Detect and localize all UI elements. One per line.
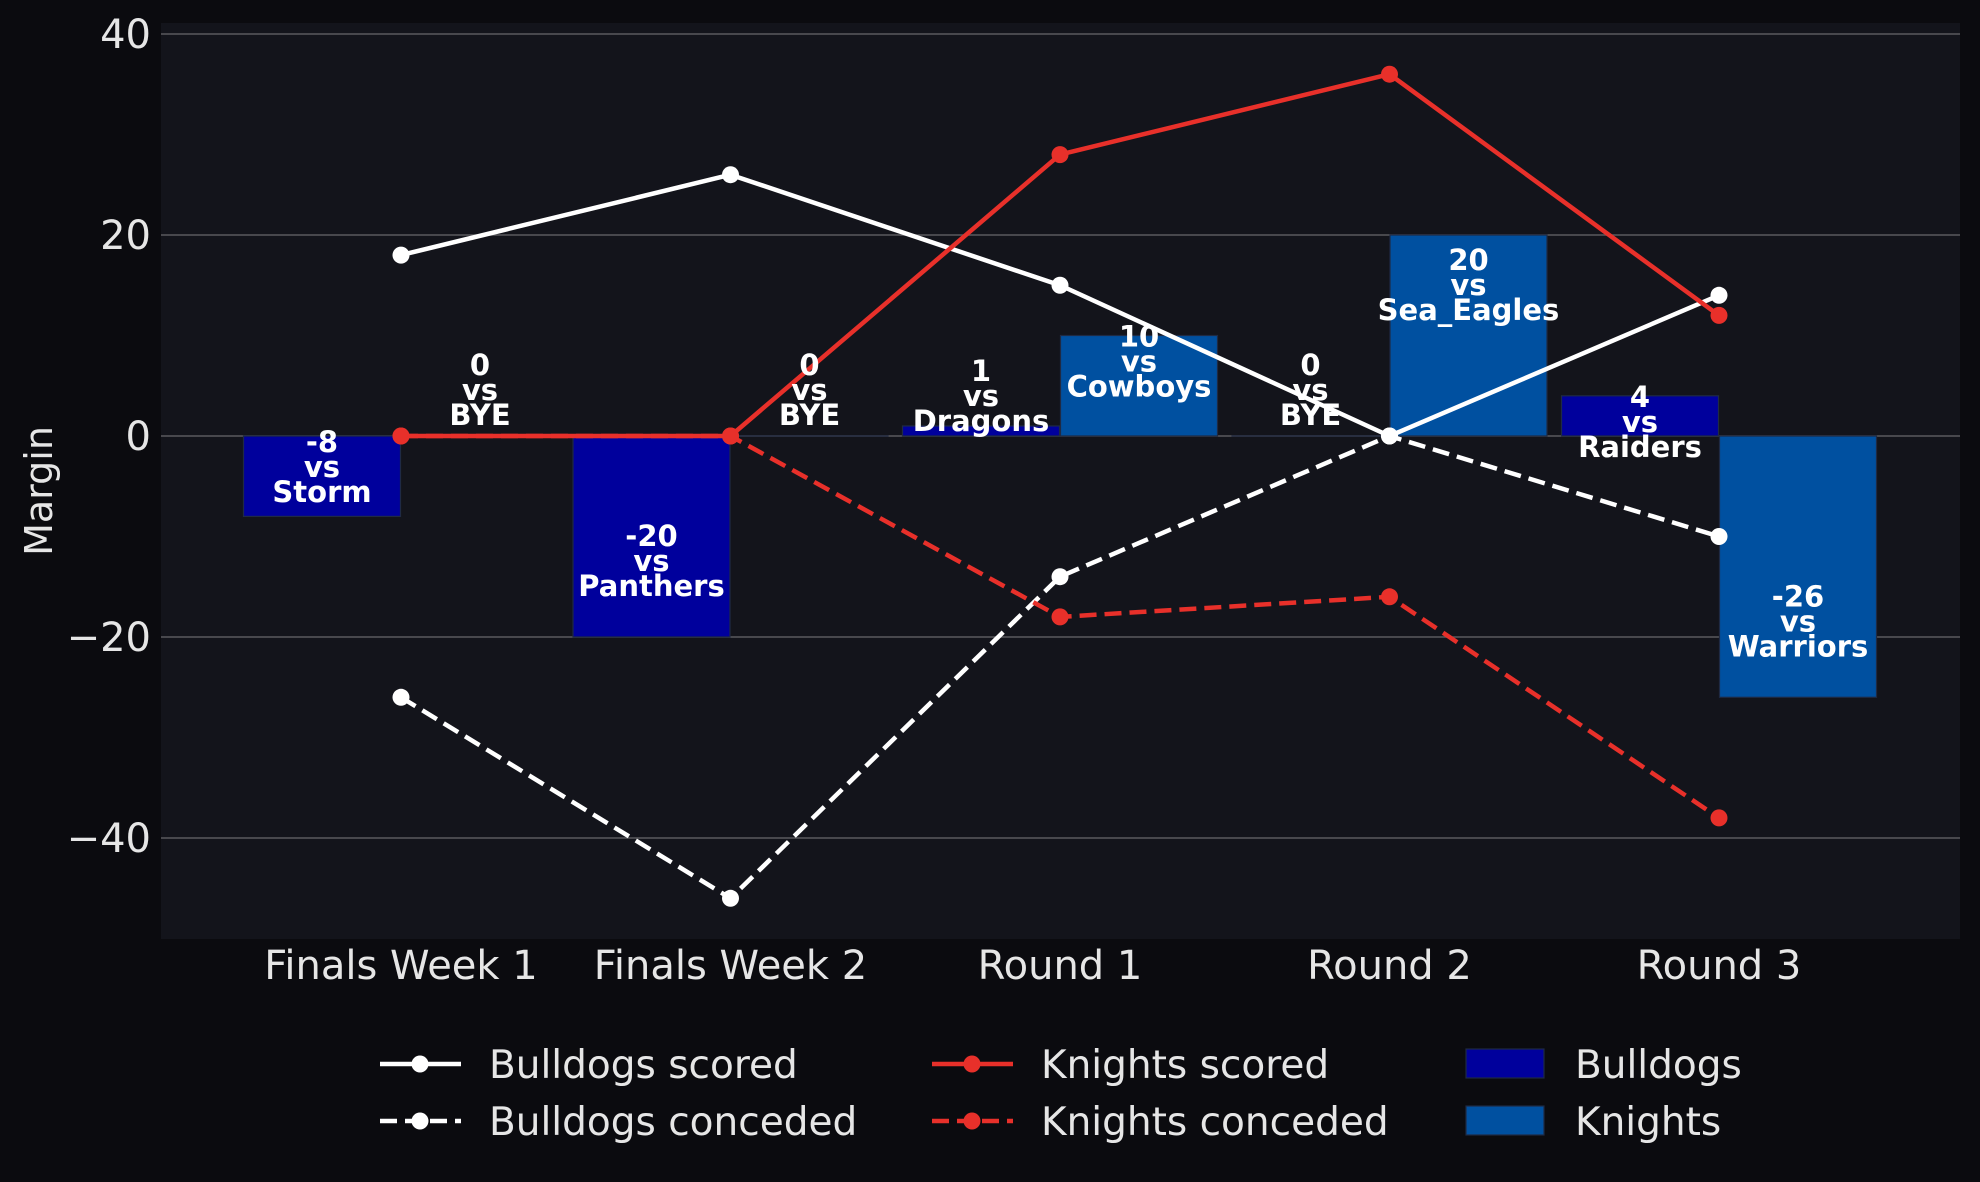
- series-point: [393, 428, 410, 445]
- y-tick-label: 0: [126, 414, 151, 460]
- series-point: [1711, 307, 1728, 324]
- bar-label-line: Dragons: [913, 404, 1050, 438]
- bar-label-line: Cowboys: [1067, 370, 1212, 404]
- series-point: [1711, 528, 1728, 545]
- bar-label-line: Panthers: [578, 569, 724, 603]
- legend-swatch-marker: [412, 1056, 429, 1073]
- series-point: [393, 689, 410, 706]
- legend-label: Bulldogs: [1575, 1043, 1742, 1088]
- series-point: [1711, 809, 1728, 826]
- y-axis-title: Margin: [17, 426, 61, 556]
- series-point: [722, 890, 739, 907]
- legend-label: Knights: [1575, 1100, 1721, 1145]
- bar-label-line: Storm: [272, 475, 371, 509]
- series-point: [1381, 66, 1398, 83]
- series-point: [722, 166, 739, 183]
- series-point: [1381, 428, 1398, 445]
- legend-label: Knights conceded: [1041, 1100, 1389, 1145]
- x-tick-label: Finals Week 2: [594, 943, 868, 989]
- legend-swatch-bar: [1466, 1106, 1544, 1135]
- legend-swatch-marker: [964, 1113, 981, 1130]
- y-tick-label: −40: [67, 816, 151, 862]
- x-tick-label: Round 2: [1307, 943, 1472, 989]
- series-point: [1052, 608, 1069, 625]
- bar-label-line: BYE: [779, 398, 840, 432]
- bar-label-line: BYE: [1280, 398, 1341, 432]
- bar-label-line: BYE: [449, 398, 510, 432]
- x-tick-label: Finals Week 1: [264, 943, 538, 989]
- y-tick-label: 40: [100, 12, 151, 58]
- legend-label: Bulldogs conceded: [489, 1100, 857, 1145]
- x-tick-label: Round 3: [1637, 943, 1802, 989]
- y-tick-label: −20: [67, 615, 151, 661]
- bar-label-line: Raiders: [1578, 430, 1702, 464]
- legend-label: Knights scored: [1041, 1043, 1329, 1088]
- series-point: [393, 247, 410, 264]
- bar-label-line: Warriors: [1728, 629, 1869, 663]
- series-point: [1711, 287, 1728, 304]
- series-point: [1052, 277, 1069, 294]
- series-point: [722, 428, 739, 445]
- x-tick-label: Round 1: [978, 943, 1143, 989]
- y-tick-label: 20: [100, 213, 151, 259]
- bar-label-line: Sea_Eagles: [1378, 293, 1560, 327]
- legend-swatch-bar: [1466, 1049, 1544, 1078]
- series-point: [1052, 568, 1069, 585]
- legend-swatch-marker: [412, 1113, 429, 1130]
- series-point: [1052, 146, 1069, 163]
- legend-swatch-marker: [964, 1056, 981, 1073]
- series-point: [1381, 588, 1398, 605]
- legend-label: Bulldogs scored: [489, 1043, 798, 1088]
